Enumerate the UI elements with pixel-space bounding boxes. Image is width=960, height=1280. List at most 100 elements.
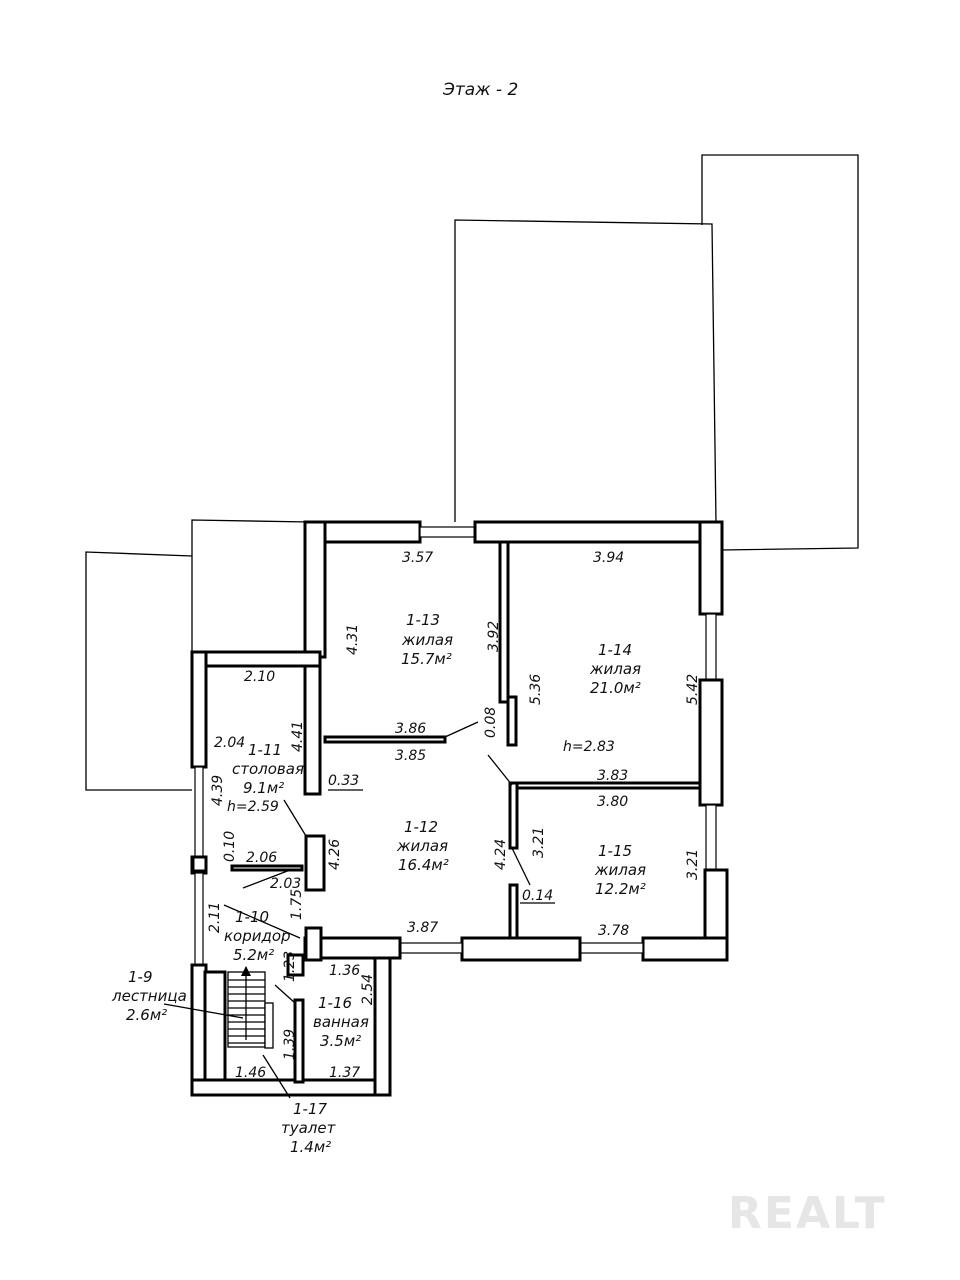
- watermark: REALT: [728, 1188, 887, 1239]
- dim-1.75: 1.75: [289, 889, 305, 920]
- dim-0.33: 0.33: [328, 773, 359, 789]
- wall-right-upper: [698, 520, 724, 616]
- dim-3.85: 3.85: [395, 748, 426, 764]
- dim-3.21-inner: 3.21: [531, 827, 547, 858]
- room-1-17-name: туалет: [281, 1119, 337, 1137]
- room-1-14-name: жилая: [589, 660, 641, 678]
- exterior-walls: [190, 520, 729, 1097]
- adjacent-structures: [85, 154, 859, 791]
- dim-5.42: 5.42: [685, 674, 701, 705]
- stair-arrow-icon: [241, 966, 251, 976]
- dim-1.39: 1.39: [282, 1029, 298, 1060]
- window-1-12: [399, 942, 463, 954]
- dim-2.06: 2.06: [246, 850, 277, 866]
- room-1-13-area: 15.7м²: [401, 650, 452, 668]
- dim-3.57: 3.57: [402, 550, 433, 566]
- wall-bottom-block-bottom: [190, 1078, 392, 1097]
- wall-bath-right: [373, 956, 392, 1097]
- room-1-9-area: 2.6м²: [126, 1006, 167, 1024]
- wall-bottom-right: [641, 936, 729, 962]
- leader-1-17: [262, 1054, 291, 1099]
- partition-corridor: [304, 926, 323, 962]
- room-1-13-name: жилая: [401, 631, 453, 649]
- leader-1-10: [223, 904, 301, 939]
- partition-corridor-stub: [286, 953, 305, 977]
- room-1-16-id: 1-16: [318, 994, 352, 1012]
- wall-1-11-left: [190, 650, 208, 769]
- wall-right-mid: [698, 678, 724, 807]
- dim-3.92: 3.92: [486, 621, 502, 652]
- outline-right-tower: [701, 154, 859, 551]
- wall-1-11-top: [190, 650, 322, 668]
- room-1-16-name: ванная: [313, 1013, 369, 1031]
- dim-0.10: 0.10: [222, 831, 238, 862]
- partition-1-12-1-15-upper: [508, 781, 519, 850]
- window-1-14: [705, 613, 717, 681]
- wall-1-11-right: [303, 650, 322, 796]
- leader-1-9: [163, 1003, 244, 1019]
- room-1-11-id: 1-11: [248, 741, 282, 759]
- dim-3.80: 3.80: [597, 794, 628, 810]
- door-1-16: [274, 984, 296, 1004]
- window-1-13: [419, 526, 476, 538]
- outline-far-left: [85, 551, 193, 791]
- outline-upper-block: [454, 219, 717, 524]
- room-1-15-name: жилая: [594, 861, 646, 879]
- dim-1.37: 1.37: [329, 1065, 360, 1081]
- wall-bottom-mid: [460, 936, 582, 962]
- dim-3.94: 3.94: [593, 550, 624, 566]
- room-1-11-name: столовая: [232, 760, 304, 778]
- dim-0.08: 0.08: [483, 707, 499, 738]
- stair-landing: [264, 1002, 274, 1049]
- dim-2.11: 2.11: [207, 902, 223, 933]
- partition-1-13-1-14: [498, 540, 510, 704]
- door-1-13: [444, 721, 479, 738]
- room-1-16-area: 3.5м²: [320, 1032, 361, 1050]
- dim-3.83: 3.83: [597, 768, 628, 784]
- partition-1-13-1-12: [323, 735, 447, 744]
- dim-3.21-outer: 3.21: [685, 849, 701, 880]
- interior-partitions: [191, 540, 702, 1084]
- wall-stair-inner: [203, 970, 227, 1082]
- room-labels: 1-13 жилая 15.7м² 1-14 жилая 21.0м² h=2.…: [111, 611, 646, 1156]
- dim-0.14: 0.14: [522, 888, 553, 904]
- partition-1-12-1-15-lower: [508, 883, 519, 940]
- dim-2.10: 2.10: [244, 669, 275, 685]
- window-1-15: [705, 804, 717, 871]
- window-1-15-bottom: [579, 942, 644, 954]
- floor-title: Этаж - 2: [442, 80, 518, 100]
- dimension-labels: 3.57 3.94 4.31 3.92 5.36 5.42 2.10 4.41 …: [207, 550, 701, 1081]
- partition-small-square: [191, 855, 208, 873]
- dim-4.24: 4.24: [493, 839, 509, 870]
- room-1-15-id: 1-15: [598, 842, 632, 860]
- dim-3.86: 3.86: [395, 721, 426, 737]
- leader-lines: [163, 789, 555, 1099]
- room-1-14-id: 1-14: [598, 641, 632, 659]
- door-1-14: [487, 754, 513, 786]
- outline-left-porch: [191, 519, 311, 652]
- dim-5.36: 5.36: [528, 674, 544, 705]
- room-1-9-id: 1-9: [128, 968, 153, 986]
- room-1-17-area: 1.4м²: [290, 1138, 331, 1156]
- wall-1-13-left: [303, 520, 327, 659]
- room-1-13-id: 1-13: [406, 611, 440, 629]
- dim-3.78: 3.78: [598, 923, 629, 939]
- room-1-11-height: h=2.59: [227, 799, 279, 815]
- window-1-11: [194, 766, 204, 858]
- room-1-10-id: 1-10: [235, 908, 269, 926]
- room-1-12-area: 16.4м²: [398, 856, 449, 874]
- door-1-15: [511, 847, 531, 886]
- room-1-9-name: лестница: [111, 987, 187, 1005]
- dim-1.36: 1.36: [329, 963, 360, 979]
- room-1-17-id: 1-17: [293, 1100, 327, 1118]
- dim-2.54: 2.54: [360, 974, 376, 1005]
- room-1-15-area: 12.2м²: [595, 880, 646, 898]
- staircase: [227, 966, 274, 1049]
- dim-1.23: 1.23: [282, 951, 298, 982]
- partition-1-11-1-10: [230, 864, 304, 872]
- room-1-10-name: коридор: [224, 927, 291, 945]
- room-1-14-area: 21.0м²: [590, 679, 641, 697]
- partition-stub: [506, 695, 518, 747]
